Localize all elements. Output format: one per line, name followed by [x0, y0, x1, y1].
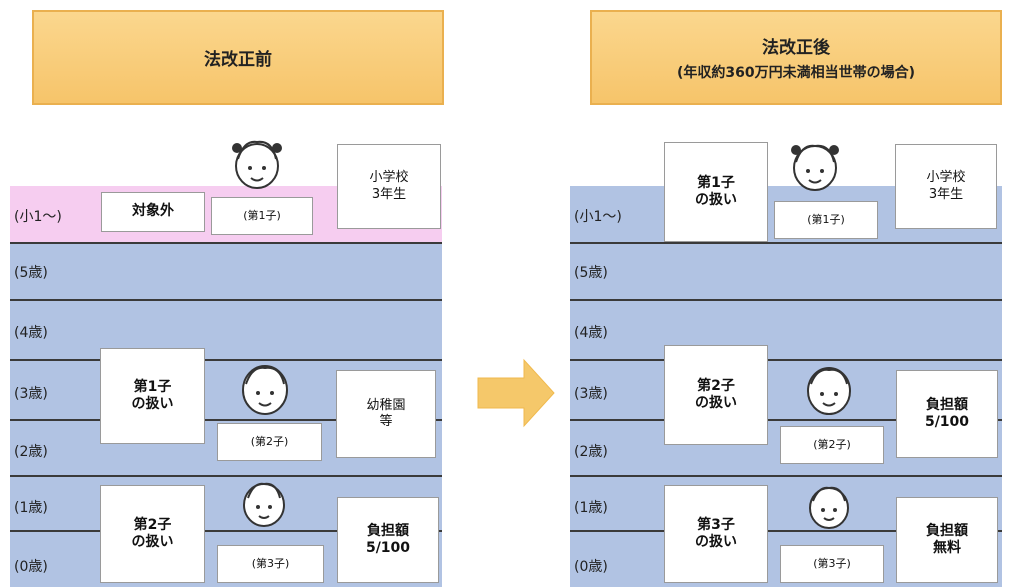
- divider: [570, 359, 1002, 361]
- burden-box: 負担額 5/100: [896, 370, 998, 458]
- age-label: (4歳): [14, 325, 48, 341]
- divider: [570, 419, 1002, 421]
- age-label: (2歳): [14, 444, 48, 460]
- age-label: (5歳): [574, 265, 608, 281]
- age-label: (1歳): [574, 500, 608, 516]
- age-label: (1歳): [14, 500, 48, 516]
- treat-first-box: 第1子 の扱い: [664, 142, 768, 242]
- divider: [570, 299, 1002, 301]
- before-title: 法改正前: [204, 50, 272, 70]
- divider: [570, 242, 1002, 244]
- kindergarten-box: 幼稚園 等: [336, 370, 436, 458]
- divider: [10, 419, 442, 421]
- age-label: (4歳): [574, 325, 608, 341]
- child2-label: (第2子): [217, 423, 322, 461]
- age-label: (5歳): [14, 265, 48, 281]
- divider: [570, 475, 1002, 477]
- child-face-icon: [809, 486, 849, 529]
- age-label: (0歳): [574, 559, 608, 575]
- child1-label: (第1子): [774, 201, 878, 239]
- grade-box: 小学校 3年生: [337, 144, 441, 229]
- child2-label: (第2子): [780, 426, 884, 464]
- child-face-icon: [807, 367, 851, 415]
- free-box: 負担額 無料: [896, 497, 998, 583]
- child-face-icon: [242, 365, 288, 415]
- excluded-box: 対象外: [101, 192, 205, 232]
- divider: [10, 359, 442, 361]
- after-subtitle: (年収約360万円未満相当世帯の場合): [676, 65, 916, 81]
- treat-second-box: 第2子 の扱い: [664, 345, 768, 445]
- after-header: 法改正後 (年収約360万円未満相当世帯の場合): [590, 10, 1002, 105]
- divider: [10, 530, 442, 532]
- child-face-icon: [791, 144, 839, 191]
- child1-label: (第1子): [211, 197, 313, 235]
- after-title: 法改正後: [762, 38, 830, 58]
- age-label: (3歳): [574, 386, 608, 402]
- age-label: (0歳): [14, 559, 48, 575]
- age-label: (小1～): [14, 209, 62, 225]
- before-header: 法改正前: [32, 10, 444, 105]
- child3-label: (第3子): [780, 545, 884, 583]
- divider: [10, 475, 442, 477]
- divider: [10, 299, 442, 301]
- age-label: (2歳): [574, 444, 608, 460]
- burden-box: 負担額 5/100: [337, 497, 439, 583]
- divider: [10, 242, 442, 244]
- grade-box: 小学校 3年生: [895, 144, 997, 229]
- treat-first-box: 第1子 の扱い: [100, 348, 205, 444]
- divider: [570, 530, 1002, 532]
- arrow-right-icon: [477, 358, 555, 428]
- treat-third-box: 第3子 の扱い: [664, 485, 768, 583]
- child-face-icon: [243, 482, 285, 527]
- age-label: (小1～): [574, 209, 622, 225]
- child-face-icon: [232, 140, 282, 189]
- treat-second-box: 第2子 の扱い: [100, 485, 205, 583]
- age-label: (3歳): [14, 386, 48, 402]
- child3-label: (第3子): [217, 545, 324, 583]
